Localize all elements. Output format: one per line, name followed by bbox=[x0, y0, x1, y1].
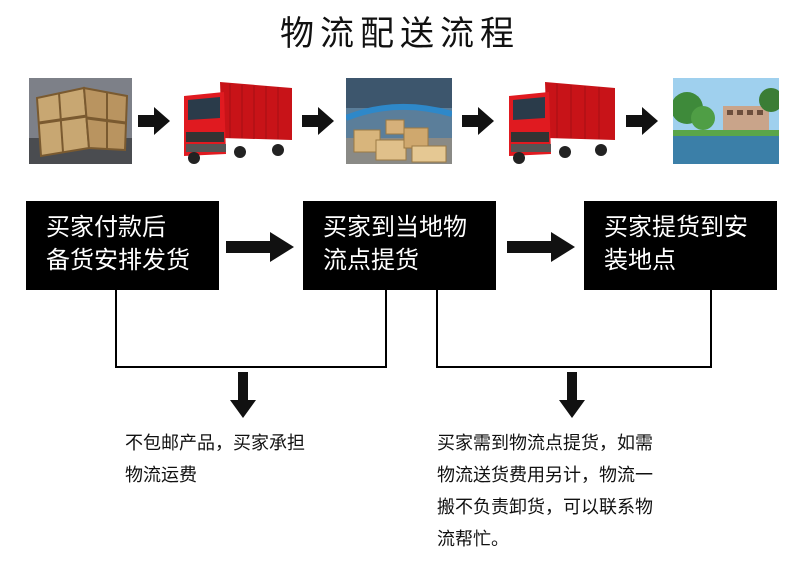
note-line: 买家需到物流点提货，如需 bbox=[437, 433, 653, 454]
connector-bracket-right bbox=[436, 290, 712, 368]
garden-building-photo bbox=[673, 78, 779, 164]
red-truck-photo bbox=[180, 78, 294, 164]
note-line: 流帮忙。 bbox=[437, 529, 509, 550]
warehouse-boxes-photo bbox=[346, 78, 452, 164]
arrow-right-icon bbox=[462, 104, 496, 142]
step-text-line: 买家付款后 bbox=[46, 213, 166, 241]
arrow-down-icon bbox=[230, 372, 256, 424]
step-box-2: 买家到当地物 流点提货 bbox=[303, 201, 496, 290]
note-right: 买家需到物流点提货，如需 物流送货费用另计，物流一 搬不负责卸货，可以联系物 流… bbox=[437, 428, 653, 556]
note-line: 物流送货费用另计，物流一 bbox=[437, 465, 653, 486]
wooden-crates-photo bbox=[29, 78, 132, 164]
arrow-right-icon bbox=[226, 230, 296, 268]
page-title: 物流配送流程 bbox=[280, 14, 520, 54]
note-line: 物流运费 bbox=[125, 465, 197, 486]
step-text-line: 备货安排发货 bbox=[46, 246, 190, 274]
arrow-down-icon bbox=[559, 372, 585, 424]
arrow-right-icon bbox=[507, 230, 577, 268]
step-text-line: 买家到当地物 bbox=[323, 213, 467, 241]
step-text-line: 买家提货到安 bbox=[604, 213, 748, 241]
arrow-right-icon bbox=[138, 104, 172, 142]
step-text-line: 装地点 bbox=[604, 246, 676, 274]
step-box-3: 买家提货到安 装地点 bbox=[584, 201, 777, 290]
note-line: 搬不负责卸货，可以联系物 bbox=[437, 497, 653, 518]
note-line: 不包邮产品，买家承担 bbox=[125, 433, 305, 454]
arrow-right-icon bbox=[302, 104, 336, 142]
connector-bracket-left bbox=[115, 290, 387, 368]
step-text-line: 流点提货 bbox=[323, 246, 419, 274]
arrow-right-icon bbox=[626, 104, 660, 142]
note-left: 不包邮产品，买家承担 物流运费 bbox=[125, 428, 305, 492]
step-box-1: 买家付款后 备货安排发货 bbox=[26, 201, 219, 290]
red-truck-photo bbox=[505, 78, 617, 164]
